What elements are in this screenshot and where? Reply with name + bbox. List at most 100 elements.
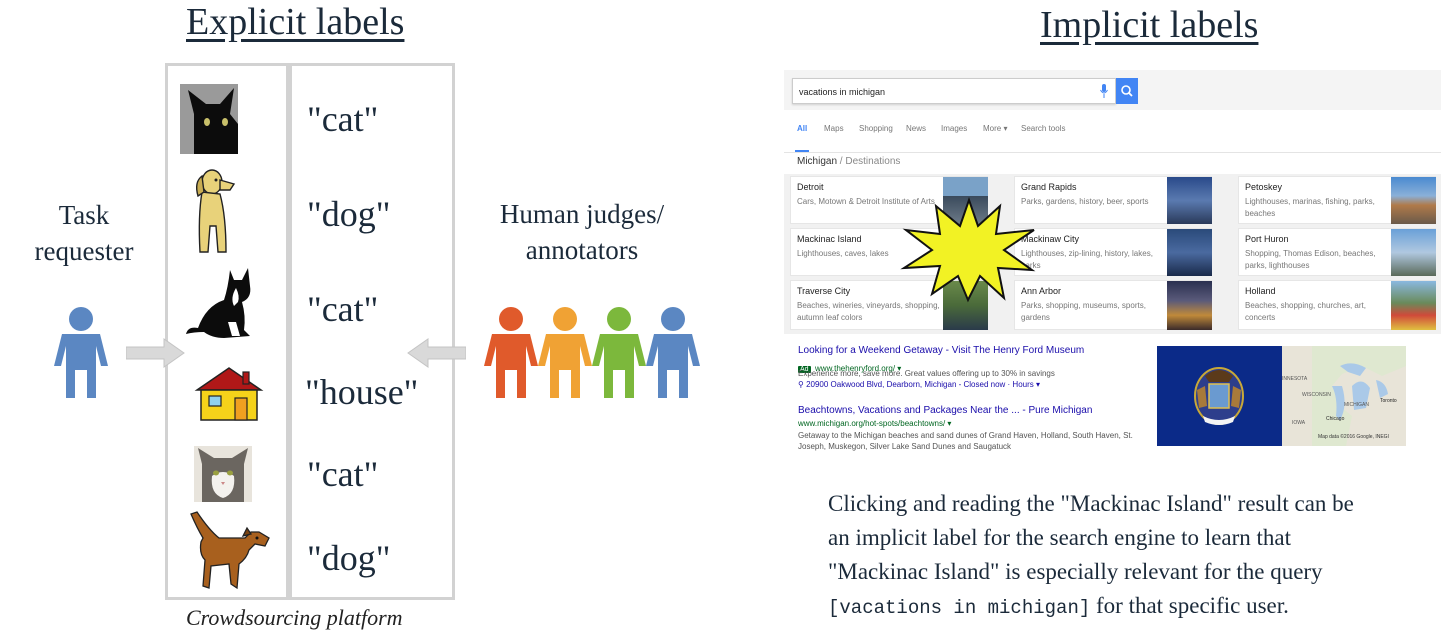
explicit-labels-title: Explicit labels [186,1,405,43]
caption-query: [vacations in michigan] [828,597,1091,619]
requester-person-icon [54,307,108,398]
result-1-address[interactable]: ⚲ 20900 Oakwood Blvd, Dearborn, Michigan… [798,380,1040,389]
card-desc: Beaches, shopping, churches, art, concer… [1245,301,1366,322]
card-grand-rapids[interactable]: Grand Rapids Parks, gardens, history, be… [1014,176,1212,224]
click-burst-icon [900,196,1036,303]
michigan-flag-image[interactable] [1157,346,1282,446]
crowdsourcing-platform-box [165,63,455,600]
map-label: Chicago [1326,416,1345,422]
implicit-label-caption: Clicking and reading the "Mackinac Islan… [828,487,1448,625]
ad-badge: Ad [798,366,811,373]
arrow-left-icon [407,338,466,368]
tab-search-tools[interactable]: Search tools [1021,124,1066,133]
search-query: vacations in michigan [799,87,886,97]
caption-line-3: "Mackinac Island" is especially relevant… [828,559,1323,584]
card-thumbnail [1391,281,1436,330]
result-1-url-line: Ad www.thehenryford.org/ ▾ [798,358,901,376]
task-requester-label: Task requester [34,200,134,266]
map-thumbnail[interactable]: INNESOTA WISCONSIN MICHIGAN Toronto Chic… [1282,346,1406,446]
breadcrumb-destinations: / Destinations [837,156,901,167]
card-desc: Shopping, Thomas Edison, beaches, parks,… [1245,249,1376,270]
breadcrumb-michigan: Michigan [797,156,838,167]
card-title: Port Huron [1245,234,1289,244]
card-thumbnail [1167,281,1212,330]
card-mackinaw-city[interactable]: Mackinaw City Lighthouses, zip-lining, h… [1014,228,1212,276]
tab-all[interactable]: All [797,124,808,133]
card-thumbnail [1391,229,1436,276]
card-title: Mackinac Island [797,234,862,244]
platform-divider [286,63,292,600]
card-thumbnail [1391,177,1436,224]
caption-line-4-tail: for that specific user. [1090,593,1289,618]
tab-maps[interactable]: Maps [824,124,844,133]
search-button[interactable] [1116,78,1138,104]
destinations-breadcrumb[interactable]: Michigan / Destinations [797,156,900,167]
result-2-snippet-1: Getaway to the Michigan beaches and sand… [798,431,1133,440]
map-label: Toronto [1380,398,1397,404]
tab-images[interactable]: Images [941,124,968,133]
label-4: "house" [305,372,419,412]
card-title: Holland [1245,286,1276,296]
card-holland[interactable]: Holland Beaches, shopping, churches, art… [1238,280,1436,330]
human-judges-label: Human judges/ annotators [499,199,665,265]
tab-news[interactable]: News [906,124,927,133]
map-label: WISCONSIN [1302,392,1331,398]
result-1-url[interactable]: www.thehenryford.org/ ▾ [815,364,902,373]
label-1: "cat" [307,99,379,139]
house-image [194,367,264,421]
label-3: "cat" [307,289,379,329]
card-desc: Lighthouses, caves, lakes [797,249,889,258]
map-shapes [1312,346,1406,446]
card-title: Traverse City [797,286,851,296]
card-title: Mackinaw City [1021,234,1080,244]
label-5: "cat" [307,454,379,494]
tab-shopping[interactable]: Shopping [859,124,893,133]
result-1-snippet: Experience more, save more. Great values… [798,369,1055,378]
card-desc: Lighthouses, zip-lining, history, lakes,… [1021,249,1153,270]
map-credit: Map data ©2016 Google, INEGI [1318,434,1389,440]
search-icon [1121,85,1133,97]
tab-more[interactable]: More ▾ [983,124,1008,133]
card-detroit[interactable]: Detroit Cars, Motown & Detroit Institute… [790,176,988,224]
yellow-dog-image [195,169,236,253]
card-ann-arbor[interactable]: Ann Arbor Parks, shopping, museums, spor… [1014,280,1212,330]
caption-line-2: an implicit label for the search engine … [828,525,1292,550]
card-petoskey[interactable]: Petoskey Lighthouses, marinas, fishing, … [1238,176,1436,224]
brown-dog-image [190,511,270,590]
annotators-people-icon [484,307,700,398]
card-desc: Parks, shopping, museums, sports, garden… [1021,301,1146,322]
caption-line-1: Clicking and reading the "Mackinac Islan… [828,491,1354,516]
result-2-snippet-2: Joseph, Muskegon, Silver Lake Sand Dunes… [798,442,1012,451]
label-6: "dog" [307,538,391,578]
implicit-labels-title: Implicit labels [1040,4,1259,46]
active-tab-indicator [795,150,809,152]
black-cat-image [180,84,238,154]
search-input[interactable]: vacations in michigan [792,78,1116,104]
search-screenshot: vacations in michigan All Maps Shopping … [784,70,1441,460]
arrow-right-icon [126,338,185,368]
card-title: Grand Rapids [1021,182,1077,192]
tabby-cat-photo [194,446,252,502]
card-desc: Cars, Motown & Detroit Institute of Arts [797,197,935,206]
result-2-title[interactable]: Beachtowns, Vacations and Packages Near … [798,405,1093,416]
map-label: MICHIGAN [1344,402,1369,408]
microphone-icon[interactable] [1100,84,1108,98]
caption-line-4: [vacations in michigan] for that specifi… [828,589,1448,625]
black-white-cat-image [186,268,251,338]
card-desc: Beaches, wineries, vineyards, shopping, … [797,301,940,322]
card-title: Detroit [797,182,824,192]
card-desc: Lighthouses, marinas, fishing, parks, be… [1245,197,1375,218]
tabs-divider [784,152,1441,153]
card-thumbnail [1167,229,1212,276]
card-thumbnail [1167,177,1212,224]
map-label: INNESOTA [1282,376,1308,382]
card-title: Ann Arbor [1021,286,1062,296]
card-title: Petoskey [1245,182,1283,192]
platform-caption: Crowdsourcing platform [186,605,403,630]
result-2-url[interactable]: www.michigan.org/hot-spots/beachtowns/ ▾ [798,419,952,428]
result-1-title[interactable]: Looking for a Weekend Getaway - Visit Th… [798,345,1085,356]
card-desc: Parks, gardens, history, beer, sports [1021,197,1149,206]
map-label: IOWA [1292,420,1306,426]
card-port-huron[interactable]: Port Huron Shopping, Thomas Edison, beac… [1238,228,1436,276]
label-2: "dog" [307,194,391,234]
